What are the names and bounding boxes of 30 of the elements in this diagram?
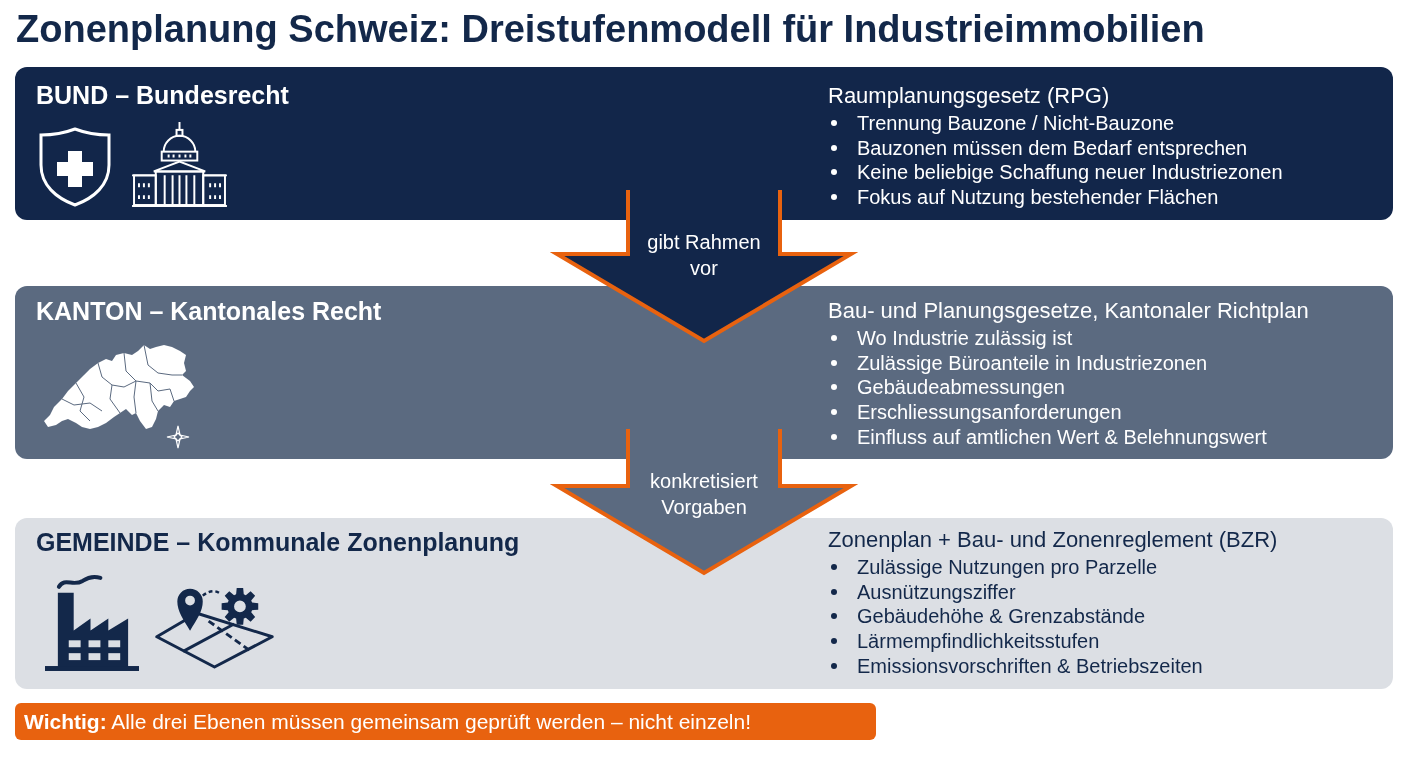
level-band [15,286,1393,459]
list-item-text: Keine beliebige Schaffung neuer Industriezonen [857,160,1283,185]
list-item-text: Ausnützungsziffer [857,579,1016,604]
list-item-text: Lärmempfindlichkeitsstufen [857,629,1100,654]
note-text: Wichtig: Alle drei Ebenen müssen gemeinsam geprüft werden – nicht einzeln! [24,708,752,735]
list-item-text: Fokus auf Nutzung bestehender Flächen [857,185,1219,210]
list-item-text: Gebäudeabmessungen [857,375,1065,400]
list-item-text: Erschliessungsanforderungen [857,400,1122,425]
edge-label: gibt Rahmen vor [646,230,762,281]
list-item-text: Einfluss auf amtlichen Wert & Belehnungswert [857,424,1267,449]
list-item-text: Emissionsvorschriften & Betriebszeiten [857,653,1203,678]
list-item-text: Trennung Bauzone / Nicht-Bauzone [857,111,1175,136]
note-bar [15,703,876,740]
edge-label: konkretisiert Vorgaben [649,469,759,520]
level-band [15,67,1393,220]
title: Zonenplanung Schweiz: Dreistufenmodell für Industrieimmobilien [16,7,1205,52]
level-band [15,518,1393,689]
list-item-text: Bauzonen müssen dem Bedarf entsprechen [857,135,1248,160]
list-item-text: Wo Industrie zulässig ist [857,326,1073,351]
list-item-text: Zulässige Nutzungen pro Parzelle [857,555,1158,580]
band-heading: BUND – Bundesrecht [36,80,289,110]
list-item-text: Gebäudehöhe & Grenzabstände [857,604,1145,629]
list-item-text: Zulässige Büroanteile in Industriezonen [857,350,1208,375]
band-heading: GEMEINDE – Kommunale Zonenplanung [36,527,520,557]
band-heading: KANTON – Kantonales Recht [36,296,382,326]
block-arrow [549,188,859,344]
block-arrow [549,427,859,576]
law-title: Bau- und Planungsgesetze, Kantonaler Richtplan [828,297,1309,325]
law-title: Raumplanungsgesetz (RPG) [828,82,1110,110]
law-title: Zonenplan + Bau- und Zonenreglement (BZR) [828,526,1278,554]
